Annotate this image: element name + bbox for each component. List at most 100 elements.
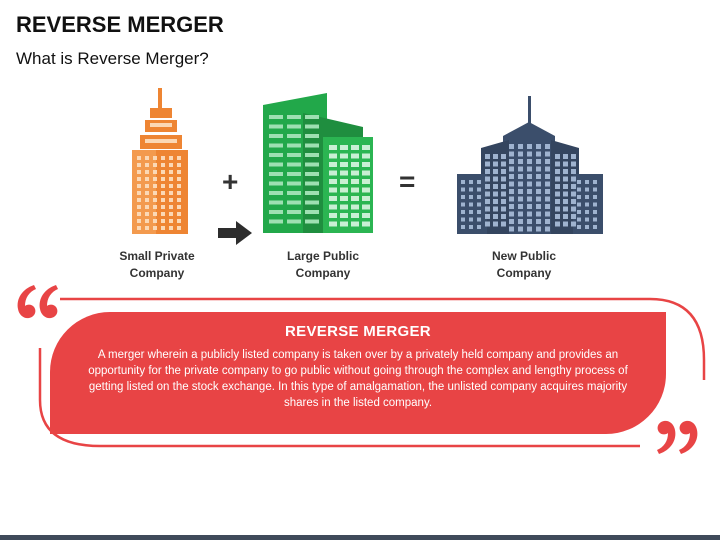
- window: [485, 199, 490, 204]
- window: [593, 225, 597, 229]
- window: [177, 177, 181, 181]
- window: [493, 191, 498, 197]
- window: [493, 154, 498, 159]
- window: [169, 191, 173, 195]
- window: [161, 184, 165, 188]
- large-public-company-building-icon: [263, 93, 373, 233]
- window: [287, 219, 301, 224]
- window: [518, 174, 523, 179]
- window: [545, 189, 550, 194]
- window: [593, 217, 597, 222]
- window: [571, 214, 576, 219]
- window: [169, 198, 173, 202]
- window: [169, 163, 173, 167]
- window: [509, 166, 514, 172]
- window: [287, 143, 301, 148]
- window: [269, 191, 283, 195]
- window: [593, 210, 597, 214]
- window: [177, 170, 181, 174]
- window: [536, 159, 541, 164]
- window: [169, 212, 173, 216]
- window: [509, 181, 514, 187]
- window: [161, 205, 165, 209]
- window: [137, 184, 141, 188]
- window: [153, 177, 157, 181]
- window: [305, 191, 319, 195]
- window: [137, 198, 141, 202]
- window: [509, 159, 514, 164]
- window: [545, 159, 550, 164]
- window: [485, 169, 490, 174]
- window: [571, 184, 576, 189]
- window: [477, 187, 481, 192]
- label-line: Company: [129, 266, 185, 280]
- window: [555, 161, 560, 167]
- window: [329, 170, 337, 176]
- window: [461, 202, 465, 207]
- plus-symbol: +: [222, 166, 239, 197]
- window: [329, 145, 337, 150]
- window: [177, 163, 181, 167]
- window: [563, 214, 568, 219]
- window: [493, 221, 498, 227]
- window: [527, 151, 532, 157]
- window: [585, 217, 589, 222]
- window: [501, 221, 506, 227]
- window: [527, 196, 532, 202]
- window: [545, 144, 550, 149]
- window: [536, 166, 541, 172]
- window: [536, 151, 541, 157]
- window: [461, 225, 465, 229]
- window: [177, 198, 181, 202]
- window: [577, 210, 581, 214]
- small-private-company-building-icon: [132, 88, 188, 234]
- window: [269, 219, 283, 224]
- window: [477, 180, 481, 184]
- window: [269, 181, 283, 186]
- window: [536, 144, 541, 149]
- window: [461, 195, 465, 199]
- window: [571, 199, 576, 204]
- window: [536, 204, 541, 209]
- window: [585, 225, 589, 229]
- window: [145, 198, 149, 202]
- window: [518, 189, 523, 194]
- window: [501, 169, 506, 174]
- window: [577, 217, 581, 222]
- window: [153, 226, 157, 230]
- window: [145, 184, 149, 188]
- window: [177, 212, 181, 216]
- window: [518, 204, 523, 209]
- window: [362, 204, 370, 210]
- window: [329, 162, 337, 167]
- window: [362, 162, 370, 167]
- window: [545, 204, 550, 209]
- window: [527, 204, 532, 209]
- window: [269, 153, 283, 157]
- window: [351, 204, 359, 210]
- window: [563, 154, 568, 159]
- window: [527, 181, 532, 187]
- window: [477, 195, 481, 199]
- window: [527, 166, 532, 172]
- window: [137, 177, 141, 181]
- window: [501, 199, 506, 204]
- window: [536, 181, 541, 187]
- window: [555, 169, 560, 174]
- small-private-company-label: Small Private Company: [87, 248, 227, 282]
- window: [329, 204, 337, 210]
- window: [518, 151, 523, 157]
- window: [177, 219, 181, 223]
- window: [469, 225, 473, 229]
- window: [563, 176, 568, 182]
- window: [145, 170, 149, 174]
- window: [161, 156, 165, 160]
- window: [305, 200, 319, 205]
- window: [177, 226, 181, 230]
- window: [153, 198, 157, 202]
- window: [362, 196, 370, 201]
- window: [177, 205, 181, 209]
- window: [287, 134, 301, 138]
- reverse-merger-definition-banner: REVERSE MERGER A merger wherein a public…: [50, 312, 666, 434]
- window: [287, 153, 301, 157]
